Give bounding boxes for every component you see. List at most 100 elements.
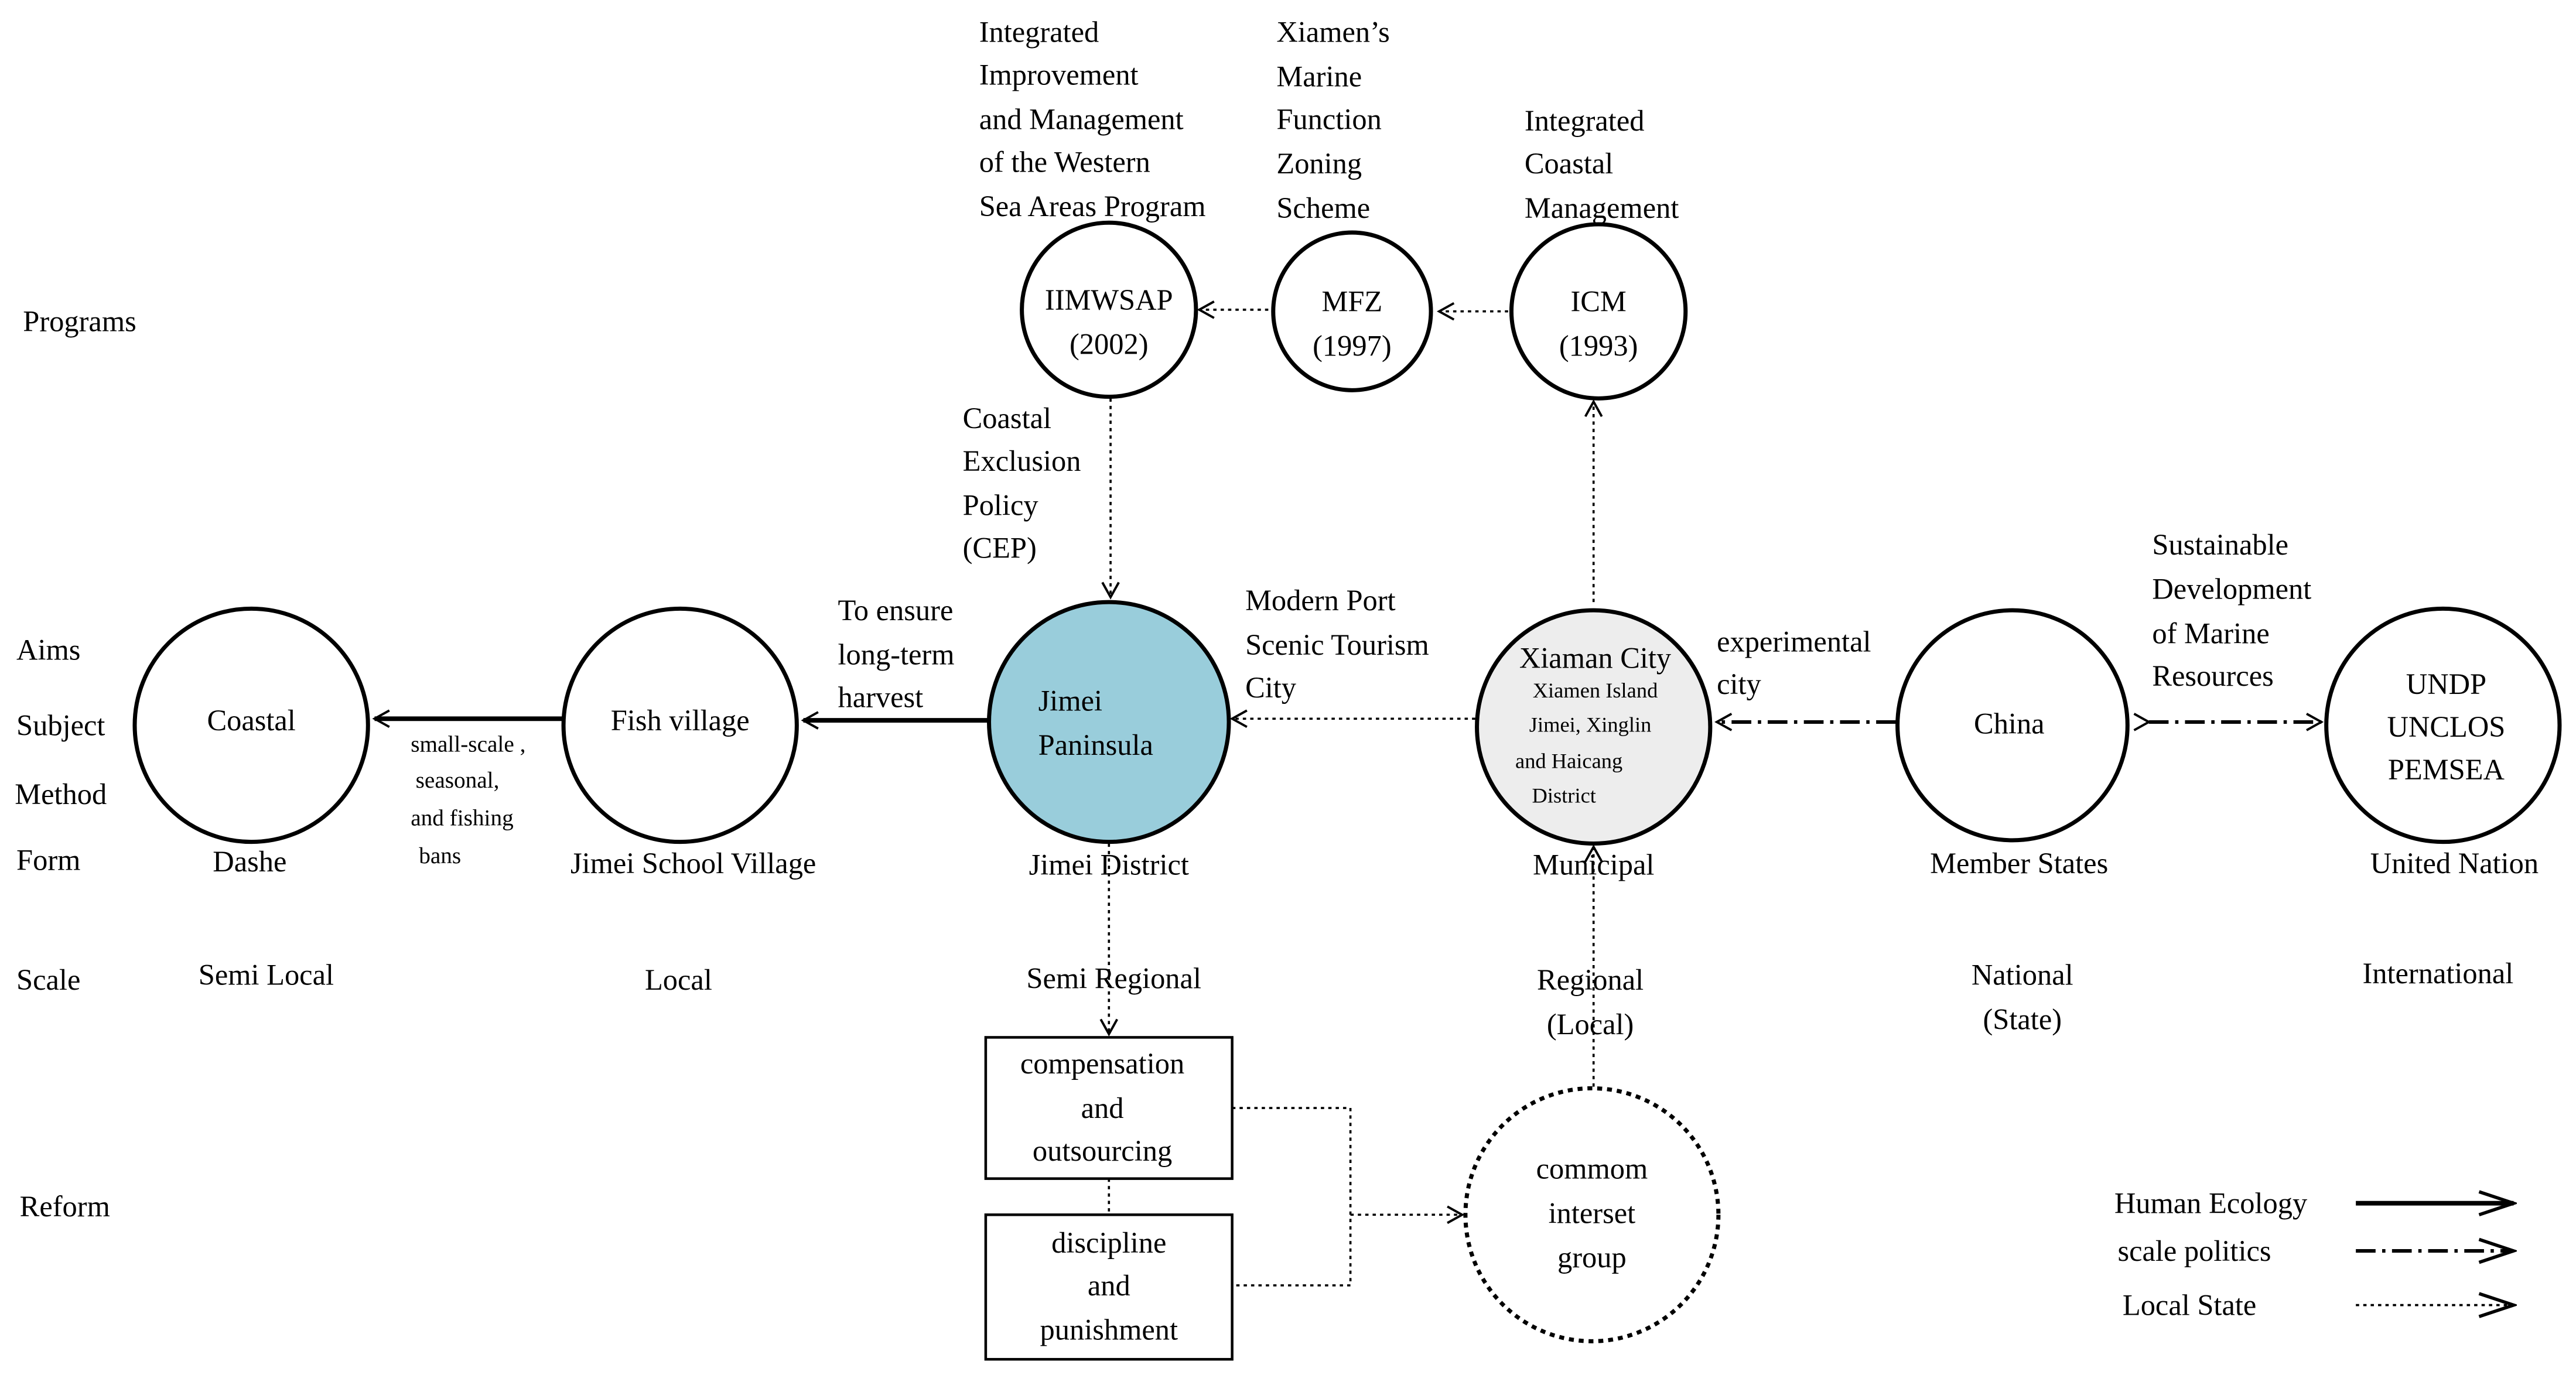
svg-text:Xiaman City: Xiaman City — [1519, 641, 1672, 674]
program-description-mfz: Xiamen’s Marine Function Zoning Scheme — [1276, 16, 1389, 224]
legend-item-human-ecology: Human Ecology — [2114, 1187, 2514, 1220]
svg-text:Management: Management — [1525, 191, 1679, 224]
svg-text:Zoning: Zoning — [1276, 147, 1362, 180]
svg-text:Sustainable: Sustainable — [2152, 528, 2288, 561]
svg-text:Integrated: Integrated — [979, 16, 1099, 49]
edge-label-harvest: To ensure long-term harvest — [838, 594, 954, 714]
program-description-icm: Integrated Coastal Management — [1525, 104, 1679, 224]
svg-text:(1993): (1993) — [1559, 329, 1638, 362]
edge-label-methods: small-scale , seasonal, and fishing bans — [411, 731, 525, 868]
scale-label-semi-regional: Semi Regional — [1026, 962, 1201, 994]
edge-label-modern-port: Modern Port Scenic Tourism City — [1245, 584, 1429, 704]
svg-text:seasonal,: seasonal, — [416, 768, 500, 793]
scale-label-regional: Regional — [1537, 963, 1644, 996]
svg-text:District: District — [1532, 784, 1596, 807]
svg-text:Coastal: Coastal — [963, 402, 1051, 435]
row-label-programs: Programs — [23, 305, 136, 337]
reform-box-discipline: discipline and punishment — [984, 1213, 1234, 1361]
legend: Human Ecology scale politics Local State — [2114, 1187, 2514, 1321]
svg-text:China: China — [1974, 707, 2045, 740]
program-node-mfz: MFZ (1997) — [1271, 230, 1433, 392]
svg-text:and: and — [1088, 1269, 1130, 1302]
form-label-member-states: Member States — [1930, 847, 2108, 880]
svg-text:of Marine: of Marine — [2152, 617, 2269, 649]
scale-labels: Semi Local Local Semi Regional Regional … — [199, 957, 2514, 1041]
form-label-dashe: Dashe — [213, 845, 286, 878]
form-label-united-nation: United Nation — [2370, 847, 2539, 880]
reform-box-compensation: compensation and outsourcing — [984, 1036, 1234, 1180]
svg-text:(1997): (1997) — [1313, 329, 1392, 362]
svg-text:Function: Function — [1276, 102, 1381, 135]
program-description-iimwsap: Integrated Improvement and Management of… — [979, 16, 1206, 223]
svg-text:Resources: Resources — [2152, 659, 2273, 692]
svg-text:Fish village: Fish village — [611, 704, 750, 737]
svg-text:and Haicang: and Haicang — [1515, 749, 1622, 772]
svg-text:Coastal: Coastal — [1525, 147, 1613, 180]
svg-text:UNDP: UNDP — [2406, 668, 2486, 700]
node-jimei-peninsula: Jimei Paninsula — [987, 600, 1231, 844]
svg-text:(CEP): (CEP) — [963, 531, 1037, 564]
row-label-form: Form — [16, 843, 80, 876]
svg-text:and Management: and Management — [979, 102, 1184, 135]
svg-text:Paninsula: Paninsula — [1038, 728, 1153, 761]
scale-label-international: International — [2362, 957, 2513, 990]
form-labels: Dashe Jimei School Village Jimei Distric… — [213, 845, 2539, 881]
row-label-subject: Subject — [16, 709, 105, 741]
svg-text:PEMSEA: PEMSEA — [2388, 753, 2505, 786]
svg-text:and fishing: and fishing — [411, 806, 514, 831]
scale-label-local: Local — [645, 963, 712, 996]
svg-text:group: group — [1557, 1241, 1627, 1274]
svg-text:city: city — [1717, 668, 1761, 700]
svg-text:outsourcing: outsourcing — [1033, 1134, 1172, 1167]
svg-text:Development: Development — [2152, 573, 2311, 606]
svg-text:of the Western: of the Western — [979, 145, 1150, 178]
edge-label-sustainable: Sustainable Development of Marine Resour… — [2152, 528, 2311, 692]
svg-text:Xiamen Island: Xiamen Island — [1533, 679, 1658, 702]
node-international-orgs: UNDP UNCLOS PEMSEA — [2324, 606, 2562, 844]
node-china: China — [1895, 608, 2130, 843]
program-node-icm: ICM (1993) — [1509, 222, 1688, 401]
svg-text:harvest: harvest — [838, 681, 923, 714]
legend-item-scale-politics: scale politics — [2117, 1234, 2513, 1267]
svg-text:Coastal: Coastal — [207, 704, 295, 737]
node-xiamen-city: Xiaman City Xiamen Island Jimei, Xinglin… — [1475, 608, 1713, 846]
svg-text:experimental: experimental — [1717, 625, 1871, 658]
svg-text:MFZ: MFZ — [1321, 285, 1382, 318]
svg-text:Sea Areas Program: Sea Areas Program — [979, 190, 1206, 223]
svg-text:discipline: discipline — [1051, 1226, 1166, 1259]
svg-text:Integrated: Integrated — [1525, 104, 1645, 137]
svg-text:compensation: compensation — [1020, 1047, 1184, 1080]
svg-text:UNCLOS: UNCLOS — [2387, 710, 2505, 743]
node-coastal: Coastal — [132, 606, 370, 844]
svg-text:To ensure: To ensure — [838, 594, 953, 627]
svg-text:Human Ecology: Human Ecology — [2114, 1187, 2308, 1220]
edge-label-cep: Coastal Exclusion Policy (CEP) — [963, 402, 1081, 565]
svg-text:IIMWSAP: IIMWSAP — [1045, 283, 1173, 316]
program-node-iimwsap: IIMWSAP (2002) — [1020, 220, 1198, 399]
connector-reform-to-group — [1232, 1107, 1352, 1287]
svg-text:Exclusion: Exclusion — [963, 444, 1081, 477]
row-label-scale: Scale — [16, 963, 80, 996]
scale-label-semi-local: Semi Local — [199, 959, 334, 991]
row-label-method: Method — [15, 778, 107, 810]
row-labels: Programs Aims Subject Method Form Scale … — [15, 305, 136, 1223]
svg-text:punishment: punishment — [1040, 1314, 1178, 1346]
scale-label-state: (State) — [1983, 1003, 2062, 1035]
legend-item-local-state: Local State — [2123, 1288, 2514, 1321]
svg-text:City: City — [1245, 671, 1297, 704]
scale-label-local-paren: (Local) — [1547, 1008, 1634, 1041]
svg-text:ICM: ICM — [1570, 285, 1626, 318]
edge-label-experimental: experimental city — [1717, 625, 1871, 700]
svg-text:Improvement: Improvement — [979, 59, 1139, 91]
svg-text:Scheme: Scheme — [1276, 191, 1370, 224]
svg-text:Modern Port: Modern Port — [1245, 584, 1396, 617]
svg-text:Local State: Local State — [2123, 1288, 2256, 1321]
svg-text:Jimei, Xinglin: Jimei, Xinglin — [1529, 713, 1652, 737]
svg-text:bans: bans — [419, 843, 461, 868]
svg-text:(2002): (2002) — [1070, 328, 1149, 361]
svg-text:small-scale ,: small-scale , — [411, 731, 525, 757]
form-label-jimei-school-village: Jimei School Village — [570, 847, 816, 880]
svg-text:and: and — [1081, 1092, 1124, 1124]
